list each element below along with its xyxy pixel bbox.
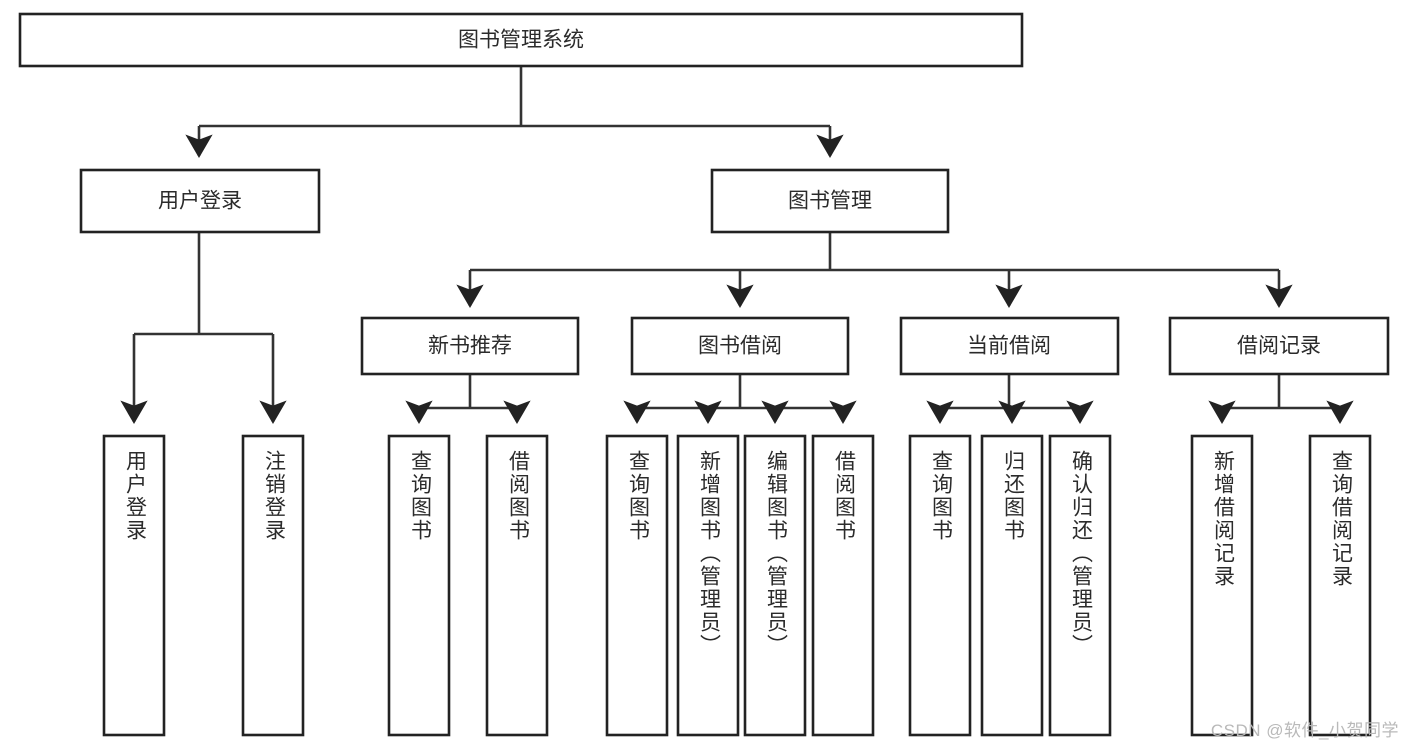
leaf-confirm-return-box[interactable] [1048,434,1112,737]
leaf-query-book-cur-box[interactable] [908,434,972,737]
connector-layer [120,66,1354,424]
leaf-borrow-book-bor-box[interactable] [811,434,875,737]
node-current-borrow[interactable]: 当前借阅 [899,316,1120,376]
node-user-login[interactable]: 用户登录 [79,168,321,234]
node-book-borrow[interactable]: 图书借阅 [630,316,850,376]
node-book-manage[interactable]: 图书管理 [710,168,950,234]
leaf-borrow-book-rec-box[interactable] [485,434,549,737]
leaf-logout-box[interactable] [241,434,305,737]
node-book-manage-box[interactable] [710,168,950,234]
node-borrow-record[interactable]: 借阅记录 [1168,316,1390,376]
node-new-book-rec[interactable]: 新书推荐 [360,316,580,376]
node-new-book-rec-box[interactable] [360,316,580,376]
node-borrow-record-box[interactable] [1168,316,1390,376]
node-current-borrow-label: 当前借阅 [967,335,1051,358]
node-borrow-record-label: 借阅记录 [1237,335,1321,358]
leaf-query-record-box[interactable] [1308,434,1372,737]
node-book-borrow-label: 图书借阅 [698,335,782,358]
leaf-query-book-rec-box[interactable] [387,434,451,737]
leaf-user-login-box[interactable] [102,434,166,737]
leaf-add-record-box[interactable] [1190,434,1254,737]
leaf-query-book-bor-box[interactable] [605,434,669,737]
node-user-login-box[interactable] [79,168,321,234]
node-layer-leaves [102,434,1372,737]
node-root[interactable]: 图书管理系统 [18,12,1024,68]
node-root-box[interactable] [18,12,1024,68]
node-layer-horizontal: 图书管理系统 用户登录 图书管理 新书推荐 图书借阅 当前借阅 [18,12,1390,376]
node-user-login-label: 用户登录 [158,190,242,213]
node-book-borrow-box[interactable] [630,316,850,376]
node-new-book-rec-label: 新书推荐 [428,335,512,358]
leaf-return-book-box[interactable] [980,434,1044,737]
node-root-label: 图书管理系统 [458,29,584,52]
leaf-edit-book-box[interactable] [743,434,807,737]
leaf-add-book-box[interactable] [676,434,740,737]
node-book-manage-label: 图书管理 [788,190,872,213]
watermark: CSDN @软件_小贺同学 [1210,721,1399,740]
node-current-borrow-box[interactable] [899,316,1120,376]
